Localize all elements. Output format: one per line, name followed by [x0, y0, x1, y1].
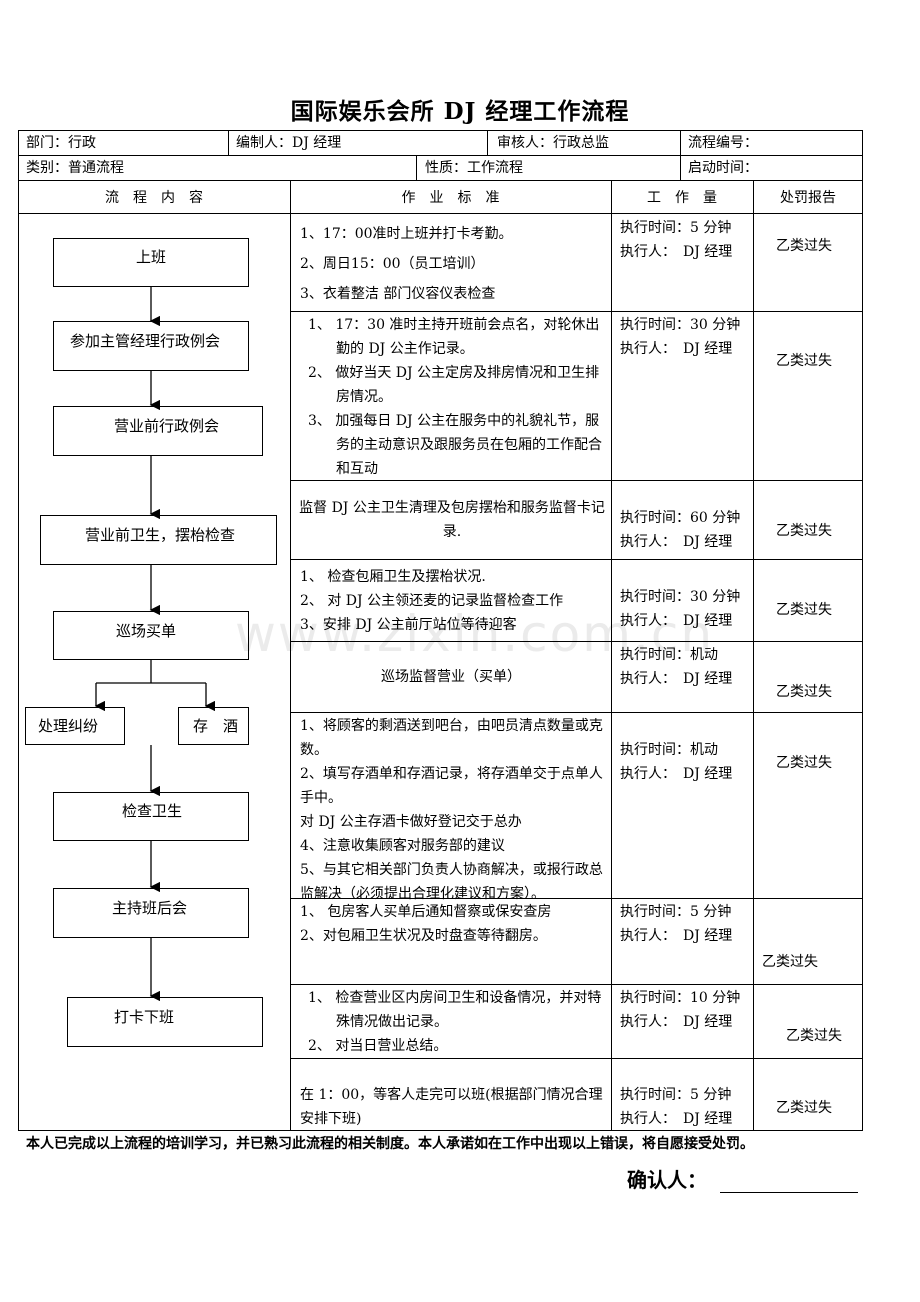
workload-cell: 执行时间：30 分钟执行人： DJ 经理 [620, 589, 741, 629]
penalty-cell: 乙类过失 [776, 353, 832, 369]
workload-cell: 执行时间：机动执行人： DJ 经理 [620, 742, 733, 782]
signature-line [720, 1192, 858, 1193]
dept-cell: 部门：行政 [26, 135, 96, 151]
nature-cell: 性质：工作流程 [425, 160, 523, 176]
flow-step-handle-disputes: 处理纠纷 [25, 707, 125, 745]
start-time-cell: 启动时间： [688, 160, 758, 176]
flow-step-patrol-billing: 巡场买单 [53, 611, 249, 660]
workload-cell: 执行时间：30 分钟执行人： DJ 经理 [620, 317, 741, 357]
confirm-label: 确认人： [627, 1168, 707, 1192]
standard-cell: 1、 包房客人买单后通知督察或保安查房 2、对包厢卫生状况及时盘查等待翻房。 [300, 904, 552, 944]
workload-cell: 执行时间：10 分钟执行人： DJ 经理 [620, 990, 741, 1030]
category-cell: 类别：普通流程 [26, 160, 124, 176]
penalty-cell: 乙类过失 [762, 954, 818, 970]
standard-cell: 巡场监督营业（买单） [381, 669, 521, 685]
standard-cell: 1、 检查营业区内房间卫生和设备情况，并对特殊情况做出记录。 2、 对当日营业总… [308, 990, 602, 1054]
column-header-standard: 作 业 标 准 [401, 190, 500, 206]
page-title: 国际娱乐会所 DJ 经理工作流程 [290, 98, 630, 125]
penalty-cell: 乙类过失 [776, 1100, 832, 1116]
penalty-cell: 乙类过失 [786, 1028, 842, 1044]
standard-cell: 在 1：00，等客人走完可以班(根据部门情况合理安排下班) [300, 1087, 603, 1127]
standard-cell: 1、 检查包厢卫生及摆枱状况. 2、 对 DJ 公主领还麦的记录监督检查工作 3… [300, 569, 564, 633]
reviewer-cell: 审核人：行政总监 [497, 135, 609, 151]
penalty-cell: 乙类过失 [776, 602, 832, 618]
flow-step-pre-open-meeting: 营业前行政例会 [53, 406, 263, 456]
column-header-workload: 工 作 量 [647, 190, 717, 206]
column-header-flow: 流 程 内 容 [105, 190, 203, 206]
flow-step-check-hygiene: 检查卫生 [53, 792, 249, 841]
penalty-cell: 乙类过失 [776, 684, 832, 700]
editor-cell: 编制人：DJ 经理 [236, 135, 342, 151]
flow-step-store-wine: 存 酒 [178, 707, 249, 745]
standard-cell: 1、将顾客的剩酒送到吧台，由吧员清点数量或克数。 2、填写存酒单和存酒记录，将存… [300, 718, 603, 902]
flow-step-post-shift-meeting: 主持班后会 [53, 888, 249, 938]
standard-cell: 1、 17：30 准时主持开班前会点名，对轮休出勤的 DJ 公主作记录。 2、 … [308, 317, 602, 477]
workload-cell: 执行时间：60 分钟执行人： DJ 经理 [620, 510, 741, 550]
penalty-cell: 乙类过失 [776, 523, 832, 539]
workload-cell: 执行时间：5 分钟执行人： DJ 经理 [620, 220, 733, 260]
penalty-cell: 乙类过失 [776, 238, 832, 254]
commitment-statement: 本人已完成以上流程的培训学习，并已熟习此流程的相关制度。本人承诺如在工作中出现以… [26, 1136, 754, 1152]
process-no-cell: 流程编号： [688, 135, 758, 151]
flow-step-clock-out: 打卡下班 [67, 997, 263, 1047]
standard-cell: 1、17：00准时上班并打卡考勤。 2、周日15：00（员工培训） 3、衣着整洁… [300, 226, 513, 302]
penalty-cell: 乙类过失 [776, 755, 832, 771]
flow-step-start-work: 上班 [53, 238, 249, 287]
workload-cell: 执行时间：5 分钟执行人： DJ 经理 [620, 1087, 733, 1127]
watermark: www.zixin.com.cn [235, 605, 715, 663]
standard-cell: 监督 DJ 公主卫生清理及包房摆枱和服务监督卡记录. [299, 500, 605, 540]
workload-cell: 执行时间：机动执行人： DJ 经理 [620, 647, 733, 687]
flow-step-hygiene-check: 营业前卫生，摆枱检查 [40, 515, 277, 565]
column-header-penalty: 处罚报告 [780, 190, 836, 206]
workload-cell: 执行时间：5 分钟执行人： DJ 经理 [620, 904, 733, 944]
flow-step-admin-meeting: 参加主管经理行政例会 [53, 321, 249, 371]
